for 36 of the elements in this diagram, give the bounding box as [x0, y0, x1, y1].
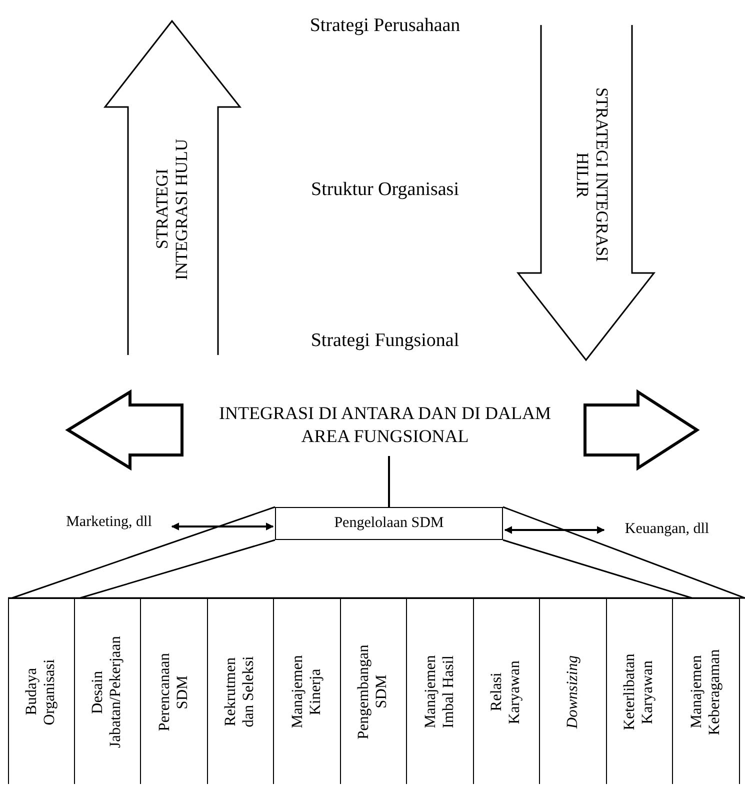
block-arrow [516, 25, 656, 362]
column-box [74, 598, 141, 784]
column-box [208, 598, 274, 784]
column-label: Manajemen Keberagaman [688, 647, 724, 737]
column-box [141, 598, 208, 784]
column-box [274, 598, 340, 784]
arrow-label: STRATEGI INTEGRASI HULU [152, 137, 192, 282]
column-label: Keterlibatan Karyawan [621, 652, 658, 732]
column-label: Manajemen Imbal Hasil [422, 654, 458, 730]
column-label: Manajemen Kinerja [288, 654, 325, 730]
process-box: Pengelolaan SDM [275, 507, 503, 540]
column-label: Budaya Organisasi [23, 658, 60, 727]
column-label: Relasi Karyawan [488, 658, 524, 726]
column-box [407, 598, 474, 784]
column-box [606, 598, 673, 784]
column-label: Perencanaan SDM [156, 651, 192, 733]
connector-line [388, 456, 390, 507]
arrow-label: STRATEGI INTEGRASI HILIR [572, 86, 612, 264]
column-box [340, 598, 407, 784]
block-arrow [104, 19, 242, 355]
level-label: Strategi Fungsional [310, 330, 460, 352]
column-box [540, 598, 606, 784]
node-text: Keuangan, dll [606, 520, 728, 548]
column-label: Downsizing [564, 654, 582, 728]
column-label: Rekrutmen dan Seleksi [222, 654, 258, 730]
node-text: INTEGRASI DI ANTARA DAN DI DALAM AREA FUNGSIONAL [210, 402, 560, 456]
column-box [8, 598, 74, 784]
column-label: Pengembangan SDM [355, 644, 392, 739]
column-box [673, 598, 740, 784]
column-label: Desain Jabatan/Pekerjaan [89, 636, 126, 748]
level-label: Struktur Organisasi [311, 179, 459, 201]
node-text: Marketing, dll [48, 513, 170, 541]
arrow [171, 522, 274, 530]
level-label: Strategi Perusahaan [310, 15, 460, 37]
arrow [504, 526, 605, 534]
column-box [474, 598, 540, 784]
